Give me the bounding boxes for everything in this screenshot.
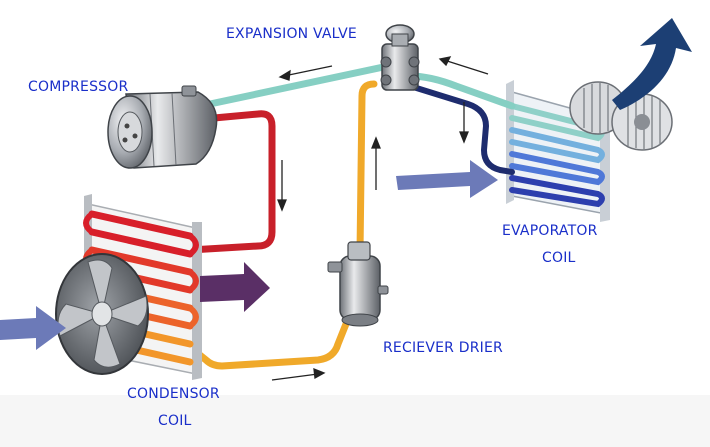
- label-evaporator-line2: COIL: [542, 250, 576, 266]
- compressor-icon: [107, 85, 218, 169]
- evaporator-blower-icon: [569, 81, 673, 151]
- airflow-arrow-icon: [0, 306, 66, 350]
- flow-arrow-icon: [438, 56, 489, 75]
- expansion-valve-icon: [380, 24, 420, 91]
- label-compressor: COMPRESSOR: [28, 79, 129, 95]
- flow-arrow-icon: [371, 136, 381, 190]
- label-expansion-valve: EXPANSION VALVE: [226, 26, 357, 42]
- airflow-arrow-icon: [612, 18, 692, 110]
- condenser-fan-icon: [55, 253, 149, 375]
- airflow-arrow-icon: [396, 160, 498, 198]
- label-condensor-line2: COIL: [158, 413, 192, 429]
- refrigerant-lines: [186, 62, 516, 370]
- flow-arrow-icon: [278, 65, 333, 81]
- flow-arrow-icon: [271, 367, 326, 381]
- flow-arrow-icon: [277, 160, 287, 212]
- label-evaporator-line1: EVAPORATOR: [502, 223, 598, 239]
- flow-arrow-icon: [459, 102, 469, 144]
- floor-shadow: [0, 395, 710, 447]
- airflow-arrow-icon: [200, 262, 270, 312]
- label-receiver-drier: RECIEVER DRIER: [383, 340, 503, 356]
- receiver-drier-icon: [327, 241, 389, 327]
- label-condensor-line1: CONDENSOR: [127, 386, 220, 402]
